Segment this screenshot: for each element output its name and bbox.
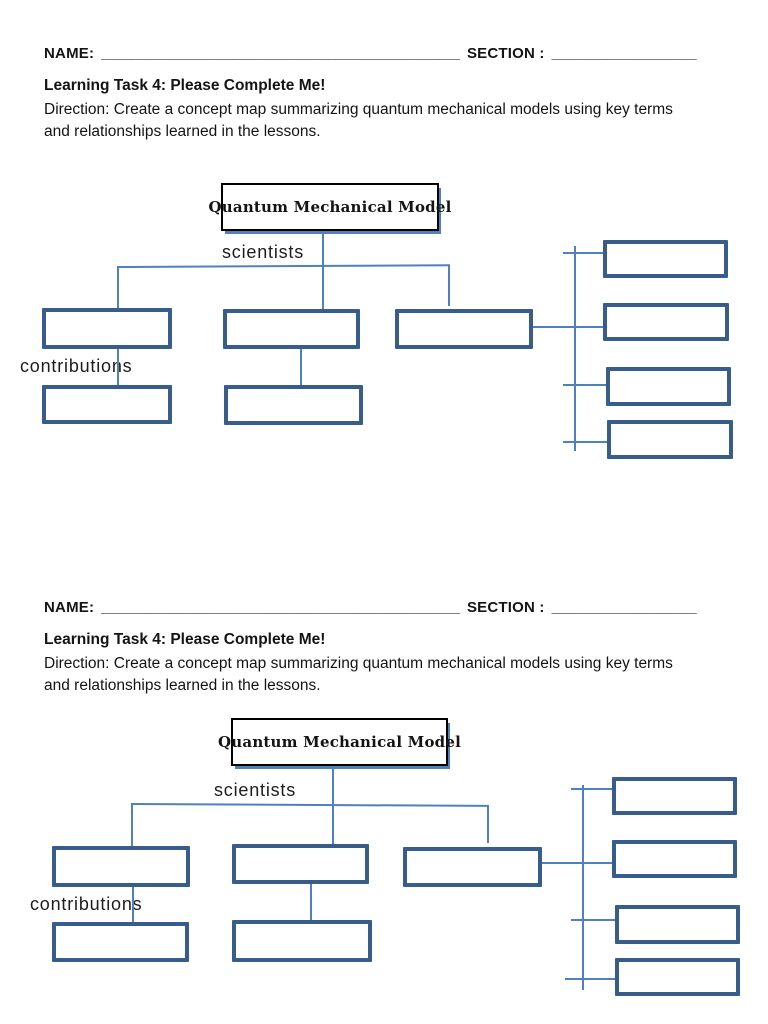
name-label: NAME:: [44, 599, 95, 616]
scientist-box-1: [42, 308, 172, 349]
connector-scientists-branch: [116, 264, 451, 268]
connector-box1-to-contribution1: [132, 887, 134, 922]
connector-branch-to-box3: [487, 805, 489, 843]
connector-trunk-to-detail1: [563, 252, 603, 254]
scientist-box-2: [232, 844, 369, 884]
detail-box-1: [612, 777, 737, 815]
detail-box-3: [606, 367, 731, 406]
details-trunk-line: [574, 246, 576, 451]
name-blank: ________________________________________…: [101, 45, 460, 62]
connector-trunk-to-detail3: [563, 384, 606, 386]
root-box-label: Quantum Mechanical Model: [218, 733, 461, 751]
scientists-label: scientists: [222, 242, 305, 262]
name-blank: ________________________________________…: [101, 599, 460, 616]
connector-box1-to-contribution1: [117, 349, 119, 385]
connector-box2-to-contribution2: [300, 349, 302, 385]
section-blank: _________________: [551, 45, 697, 62]
section-label: SECTION :: [466, 45, 545, 62]
connector-box2-to-contribution2: [310, 884, 312, 920]
root-box: Quantum Mechanical Model: [209, 183, 451, 231]
connector-box3-to-details: [533, 326, 603, 328]
contribution-box-1: [52, 922, 189, 962]
direction-text: Direction: Create a concept map summariz…: [44, 101, 673, 140]
root-box-label: Quantum Mechanical Model: [208, 198, 452, 216]
contribution-box-1: [42, 385, 172, 424]
connector-scientists-branch: [130, 803, 489, 807]
connector-trunk-to-detail4: [565, 978, 625, 980]
contribution-box-2: [224, 385, 363, 425]
detail-box-2: [612, 840, 737, 878]
scientists-label: scientists: [214, 780, 297, 800]
contribution-box-2: [232, 920, 372, 962]
connector-trunk-to-detail1: [571, 788, 612, 790]
detail-box-4: [607, 420, 733, 459]
scientist-box-3: [403, 847, 542, 887]
task-title: Learning Task 4: Please Complete Me!: [44, 631, 326, 648]
detail-box-3: [615, 905, 740, 944]
connector-trunk-to-detail4: [563, 441, 614, 443]
connector-branch-to-box1: [131, 804, 133, 846]
details-trunk-line: [582, 785, 584, 990]
scientist-box-1: [52, 846, 190, 887]
detail-box-1: [603, 240, 728, 278]
name-label: NAME:: [44, 45, 95, 62]
contributions-label: contributions: [20, 356, 133, 376]
connector-box3-to-details: [542, 862, 612, 864]
connector-trunk-to-detail3: [571, 919, 615, 921]
name-section-line: NAME:___________________________________…: [44, 599, 697, 616]
section-label: SECTION :: [466, 599, 545, 616]
connector-root-to-center: [332, 766, 334, 852]
section-blank: _________________: [551, 599, 697, 616]
connector-branch-to-box3: [448, 265, 450, 306]
scientist-box-3: [395, 309, 533, 349]
name-section-line: NAME:___________________________________…: [44, 45, 697, 62]
contributions-label: contributions: [30, 894, 143, 914]
connector-root-to-center: [322, 231, 324, 315]
task-title: Learning Task 4: Please Complete Me!: [44, 77, 326, 94]
direction-text: Direction: Create a concept map summariz…: [44, 655, 673, 694]
root-box: Quantum Mechanical Model: [218, 718, 461, 766]
detail-box-2: [603, 303, 729, 341]
scientist-box-2: [223, 309, 360, 349]
detail-box-4: [615, 958, 740, 996]
connector-branch-to-box1: [117, 267, 119, 308]
